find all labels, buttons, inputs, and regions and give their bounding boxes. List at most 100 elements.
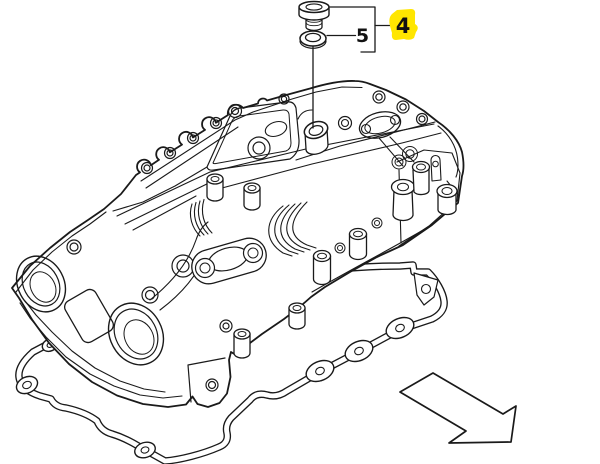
cover-detail-line xyxy=(201,198,213,234)
washer-hole xyxy=(304,32,322,43)
bolt-hole-inner xyxy=(222,322,230,330)
bolt-hole xyxy=(389,114,401,126)
callout-label-4-text[interactable]: 4 xyxy=(396,14,411,38)
bolt-tower xyxy=(233,333,251,359)
cover-detail-line xyxy=(193,201,205,236)
bolt-hole xyxy=(402,146,418,162)
bolt-hole xyxy=(66,239,82,255)
bolt-tower-hole xyxy=(292,305,302,311)
gasket-hole-inner xyxy=(140,446,150,454)
bolt-hole xyxy=(163,146,177,160)
gasket-tab xyxy=(413,272,439,306)
bolt-tower-hole xyxy=(416,163,426,171)
camshaft-bore xyxy=(107,302,165,366)
filler-neck-hole xyxy=(308,125,324,136)
bolt-hole-inner xyxy=(230,106,240,116)
callout-label-4[interactable]: 4 xyxy=(389,9,418,40)
cover-detail-line xyxy=(268,205,293,257)
window-recess xyxy=(64,288,114,344)
cover-detail-line xyxy=(264,120,288,138)
bridge-pad-inner xyxy=(364,115,396,135)
callout-label-5-text[interactable]: 5 xyxy=(356,25,369,47)
cover-detail-line xyxy=(221,132,442,189)
cover-detail-line xyxy=(297,109,313,120)
bolt-tower-top xyxy=(312,249,332,263)
cover-detail-line xyxy=(124,179,216,225)
top-frame-inner xyxy=(212,109,292,165)
bolt-tower-top xyxy=(436,183,458,199)
cover-bracket xyxy=(187,357,226,403)
bolt-hole-inner xyxy=(189,134,197,142)
gasket-bolt-hole xyxy=(344,339,374,363)
bolt-hole xyxy=(371,217,383,229)
cover-detail-line xyxy=(15,211,107,293)
bolt-hole xyxy=(278,93,290,105)
cover-detail-line xyxy=(116,123,435,217)
bolt-tower-top xyxy=(243,182,261,194)
cap-top xyxy=(298,0,330,14)
bolt-tower-top xyxy=(206,173,224,185)
gasket-hole-inner xyxy=(354,346,364,356)
camshaft-bore xyxy=(15,255,67,313)
bolt-hole xyxy=(205,378,219,392)
cover-detail-line xyxy=(112,166,208,212)
bolt-tower xyxy=(437,192,457,216)
bolt-hole-inner xyxy=(432,160,439,168)
bolt-tower xyxy=(243,187,261,211)
bolt-tower-top xyxy=(348,227,368,241)
bolt-hole xyxy=(360,123,372,135)
gasket-bolt-hole xyxy=(15,375,39,395)
gasket-hole-inner xyxy=(22,380,32,390)
cap-recess xyxy=(305,3,323,11)
direction-arrow xyxy=(399,372,517,444)
gasket-bolt-hole xyxy=(305,359,335,383)
bolt-hole xyxy=(219,319,233,333)
gasket-bolt-hole xyxy=(385,316,415,340)
bridge-pad xyxy=(358,111,402,139)
bolt-hole xyxy=(334,242,346,254)
bolt-hole-inner xyxy=(166,149,174,157)
cover-detail-line xyxy=(19,302,183,399)
bolt-hole xyxy=(209,116,223,130)
bolt-hole-inner xyxy=(199,262,211,274)
cover-detail-line xyxy=(292,201,317,249)
bolt-tower-top xyxy=(390,178,416,196)
bolt-hole-inner xyxy=(207,380,217,390)
seal-washer xyxy=(299,30,327,49)
top-frame xyxy=(206,101,300,171)
cover-detail-line xyxy=(24,300,166,393)
gasket-outline-inner xyxy=(16,262,447,464)
gasket-hole-inner xyxy=(315,366,325,376)
bolt-tower xyxy=(288,307,306,330)
bolt-tower-top xyxy=(288,302,306,314)
bolt-hole xyxy=(337,115,353,131)
camshaft-bore-inner xyxy=(113,308,159,360)
bolt-hole-inner xyxy=(418,115,426,123)
bolt-hole-inner xyxy=(337,245,343,251)
highlight-marker[interactable] xyxy=(389,9,418,40)
bolt-hole xyxy=(140,161,154,175)
bolt-hole xyxy=(391,154,407,170)
bolt-hole xyxy=(415,112,429,126)
gasket-bolt-hole xyxy=(134,441,156,459)
bolt-hole-inner xyxy=(144,289,156,301)
bolt-hole-inner xyxy=(247,247,259,259)
bolt-tower-hole xyxy=(210,176,220,182)
bolt-tower xyxy=(348,233,368,261)
bolt-hole xyxy=(194,257,216,279)
cover-detail-line xyxy=(286,202,311,251)
bolt-tower xyxy=(312,255,332,286)
bolt-tower-top xyxy=(411,160,431,174)
bolt-tower-hole xyxy=(353,230,363,238)
bolt-hole xyxy=(372,90,386,104)
bolt-hole xyxy=(396,100,410,114)
bolt-hole-inner xyxy=(69,242,79,252)
bolt-tower-hole xyxy=(247,185,257,191)
bolt-hole xyxy=(141,286,159,304)
cap-thread-line xyxy=(305,19,323,27)
bolt-tower xyxy=(412,168,430,196)
bolt-hole-inner xyxy=(176,259,190,273)
callout-leader-cap xyxy=(328,6,376,53)
